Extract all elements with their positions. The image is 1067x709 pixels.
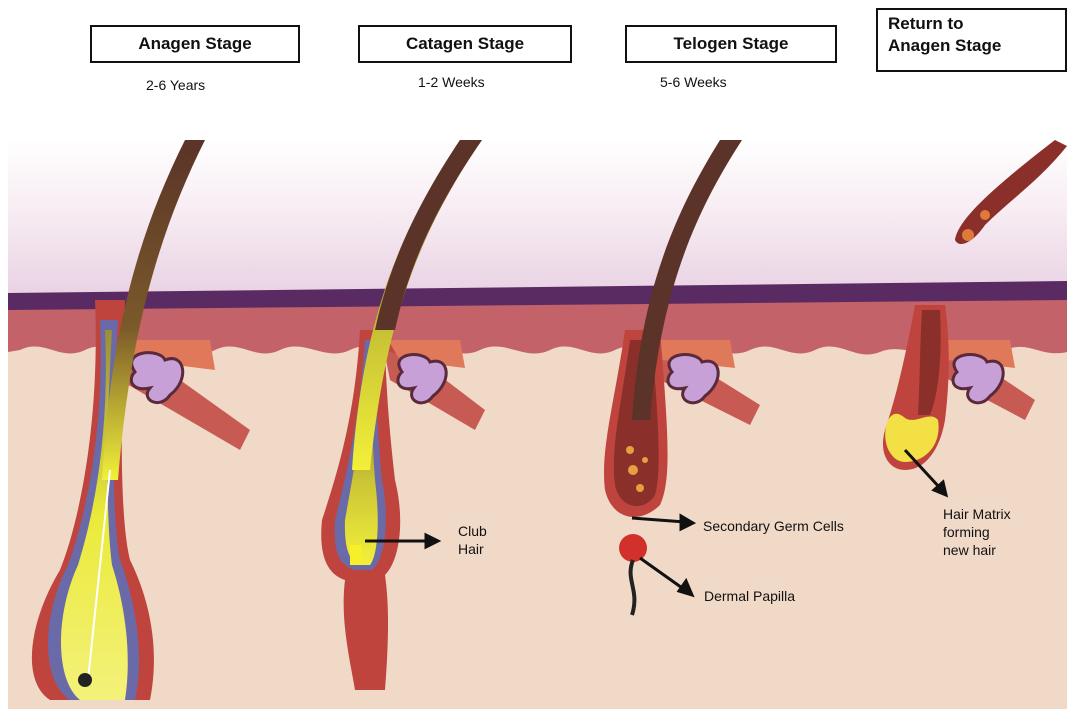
label-line: Hair	[458, 540, 487, 558]
label-line: Hair Matrix	[943, 505, 1011, 523]
label-line: new hair	[943, 541, 1011, 559]
stage-title-text: Catagen Stage	[406, 34, 524, 54]
stage-title-line: Return to	[888, 13, 1055, 35]
label-secondary-germ-cells: Secondary Germ Cells	[703, 517, 844, 535]
label-line: forming	[943, 523, 1011, 541]
stage-duration-anagen: 2-6 Years	[146, 77, 205, 93]
label-line: Club	[458, 522, 487, 540]
label-hair-matrix: Hair Matrix forming new hair	[943, 505, 1011, 559]
dermal-papilla-blob	[619, 534, 647, 562]
stage-title-telogen: Telogen Stage	[625, 25, 837, 63]
stage-title-line: Anagen Stage	[888, 35, 1055, 57]
stage-duration-telogen: 5-6 Weeks	[660, 74, 727, 90]
stage-duration-catagen: 1-2 Weeks	[418, 74, 485, 90]
stage-title-text: Anagen Stage	[138, 34, 251, 54]
stage-title-text: Telogen Stage	[674, 34, 789, 54]
stage-title-return-anagen: Return to Anagen Stage	[876, 8, 1067, 72]
stage-title-anagen: Anagen Stage	[90, 25, 300, 63]
label-dermal-papilla: Dermal Papilla	[704, 587, 795, 605]
label-club-hair: Club Hair	[458, 522, 487, 558]
stage-title-catagen: Catagen Stage	[358, 25, 572, 63]
